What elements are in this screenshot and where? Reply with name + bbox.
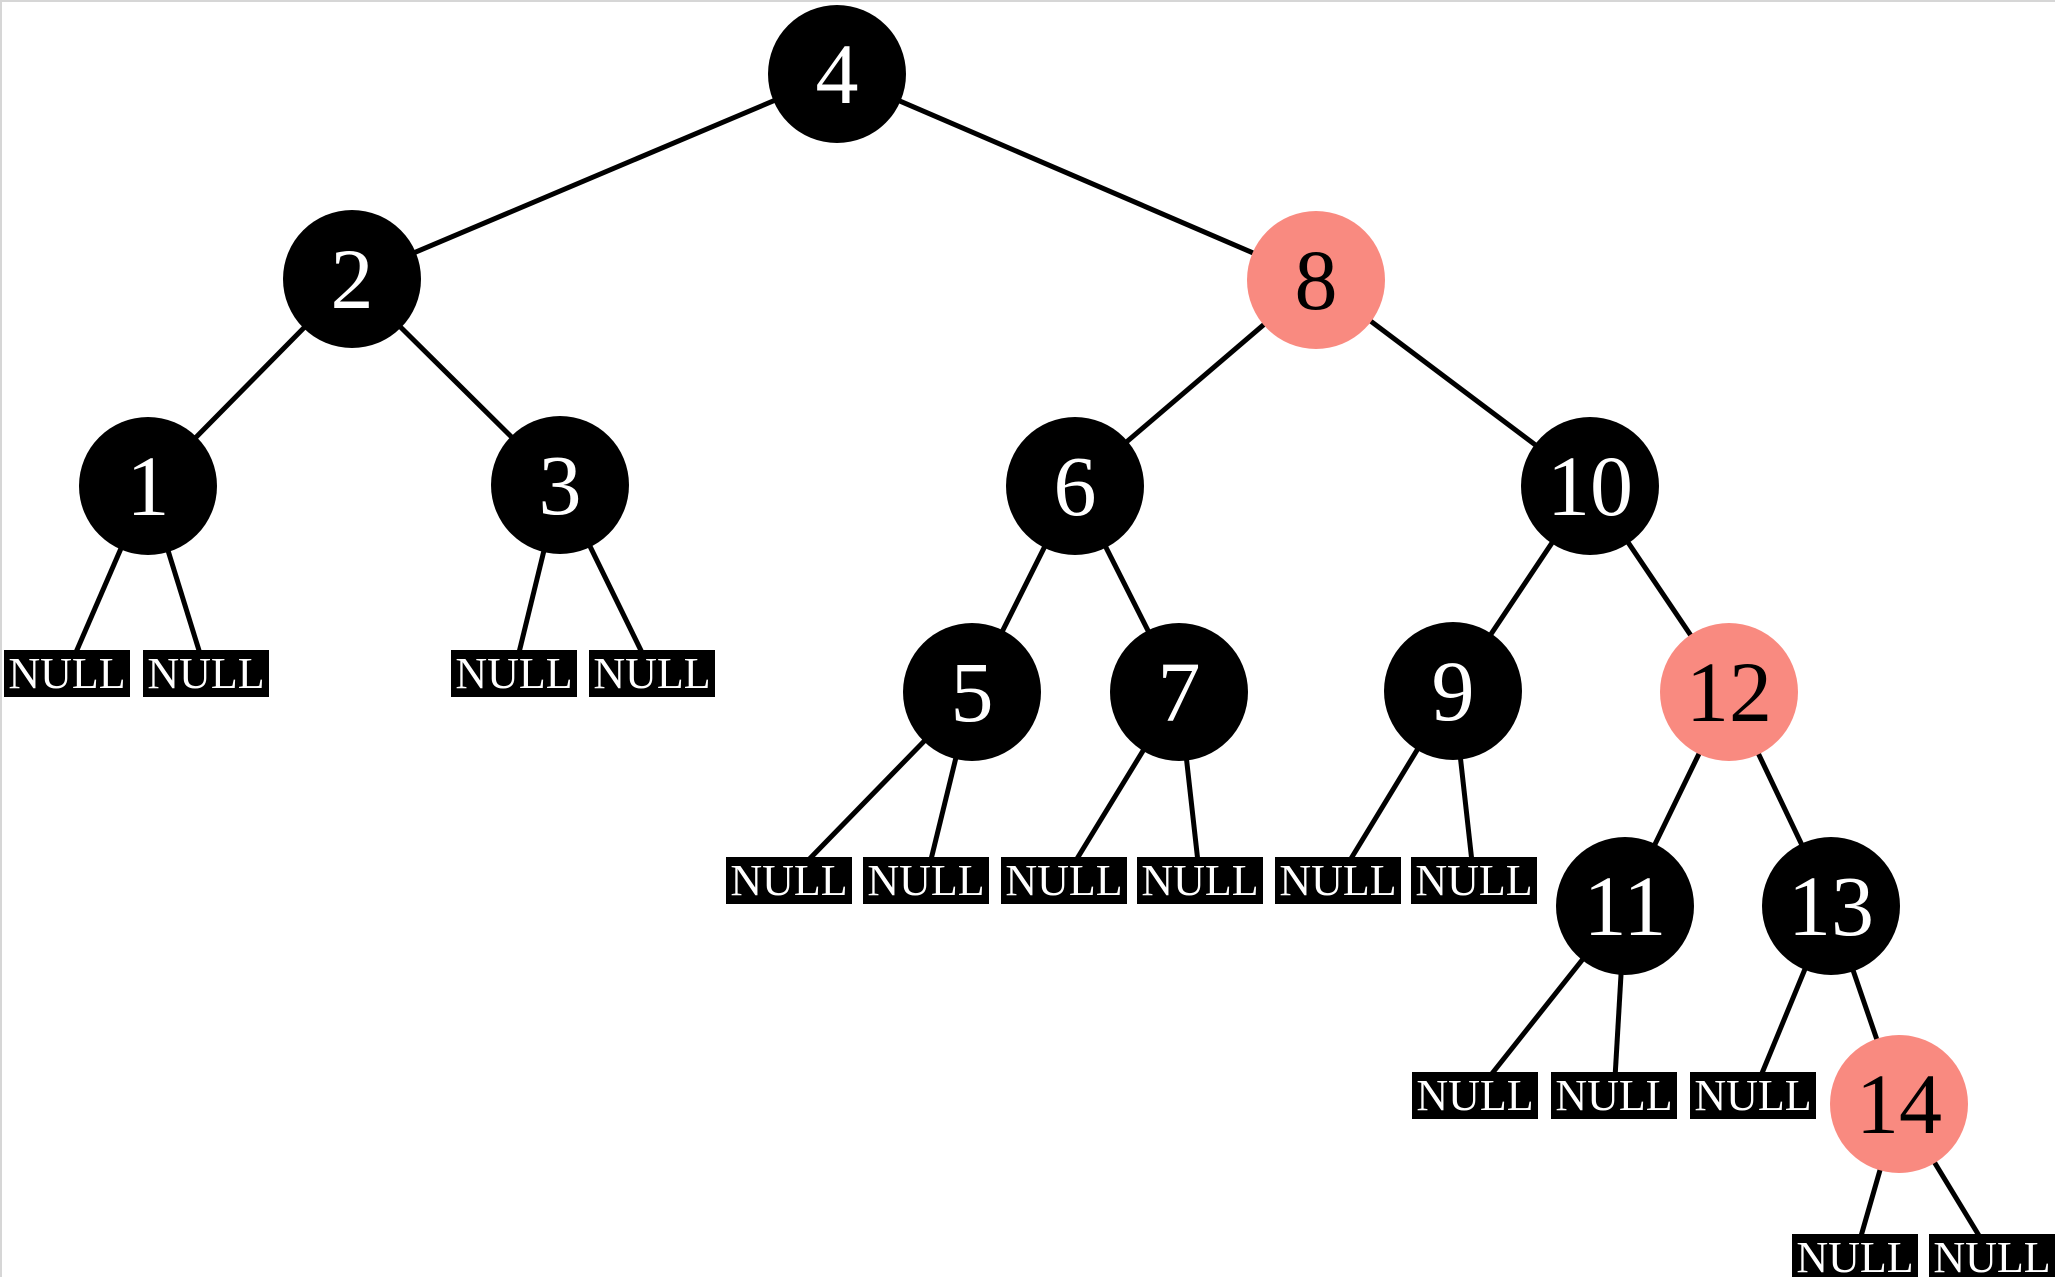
null-leaf-9-left: NULL [1275,857,1401,904]
null-label: NULL [730,855,848,905]
null-label: NULL [1933,1232,2051,1277]
node-label: 2 [330,231,374,327]
null-leaf-3-right: NULL [589,650,715,697]
node-label: 1 [126,438,170,534]
node-label: 7 [1157,644,1201,740]
tree-node-12: 12 [1660,623,1798,761]
edge-4-8 [836,71,1317,283]
node-label: 9 [1431,643,1475,739]
tree-node-3: 3 [491,416,629,554]
node-label: 4 [815,26,859,122]
node-label: 5 [950,644,994,740]
null-label: NULL [1279,855,1397,905]
node-label: 10 [1547,438,1633,534]
null-label: NULL [455,648,573,698]
null-leaf-13-left: NULL [1690,1072,1816,1119]
tree-node-14: 14 [1830,1035,1968,1173]
null-label: NULL [867,855,985,905]
null-leaf-1-left: NULL [4,650,130,697]
tree-node-4: 4 [768,5,906,143]
null-label: NULL [1694,1070,1812,1120]
tree-node-2: 2 [283,210,421,348]
null-leaf-14-left: NULL [1792,1234,1918,1277]
null-label: NULL [1141,855,1259,905]
null-leaf-7-left: NULL [1001,857,1127,904]
node-label: 12 [1686,644,1772,740]
node-label: 14 [1856,1056,1942,1152]
null-leaf-9-right: NULL [1411,857,1537,904]
node-label: 8 [1294,232,1338,328]
tree-node-6: 6 [1006,417,1144,555]
tree-node-13: 13 [1762,837,1900,975]
tree-node-7: 7 [1110,623,1248,761]
null-label: NULL [147,648,265,698]
null-label: NULL [1005,855,1123,905]
node-label: 6 [1053,438,1097,534]
null-label: NULL [1796,1232,1914,1277]
null-leaf-3-left: NULL [451,650,577,697]
null-leaf-5-right: NULL [863,857,989,904]
tree-node-11: 11 [1556,837,1694,975]
tree-node-9: 9 [1384,622,1522,760]
node-label: 3 [538,437,582,533]
node-label: 11 [1583,858,1667,954]
null-leaf-11-right: NULL [1551,1072,1677,1119]
tree-node-1: 1 [79,417,217,555]
node-label: 13 [1788,858,1874,954]
null-leaf-11-left: NULL [1412,1072,1538,1119]
null-leaf-1-right: NULL [143,650,269,697]
edge-4-2 [351,71,838,282]
tree-node-10: 10 [1521,417,1659,555]
null-label: NULL [1555,1070,1673,1120]
tree-node-8: 8 [1247,211,1385,349]
null-leaf-5-left: NULL [726,857,852,904]
null-label: NULL [1416,1070,1534,1120]
null-leaf-14-right: NULL [1929,1234,2055,1277]
null-label: NULL [1415,855,1533,905]
null-label: NULL [593,648,711,698]
null-leaf-7-right: NULL [1137,857,1263,904]
tree-node-5: 5 [903,623,1041,761]
null-label: NULL [8,648,126,698]
